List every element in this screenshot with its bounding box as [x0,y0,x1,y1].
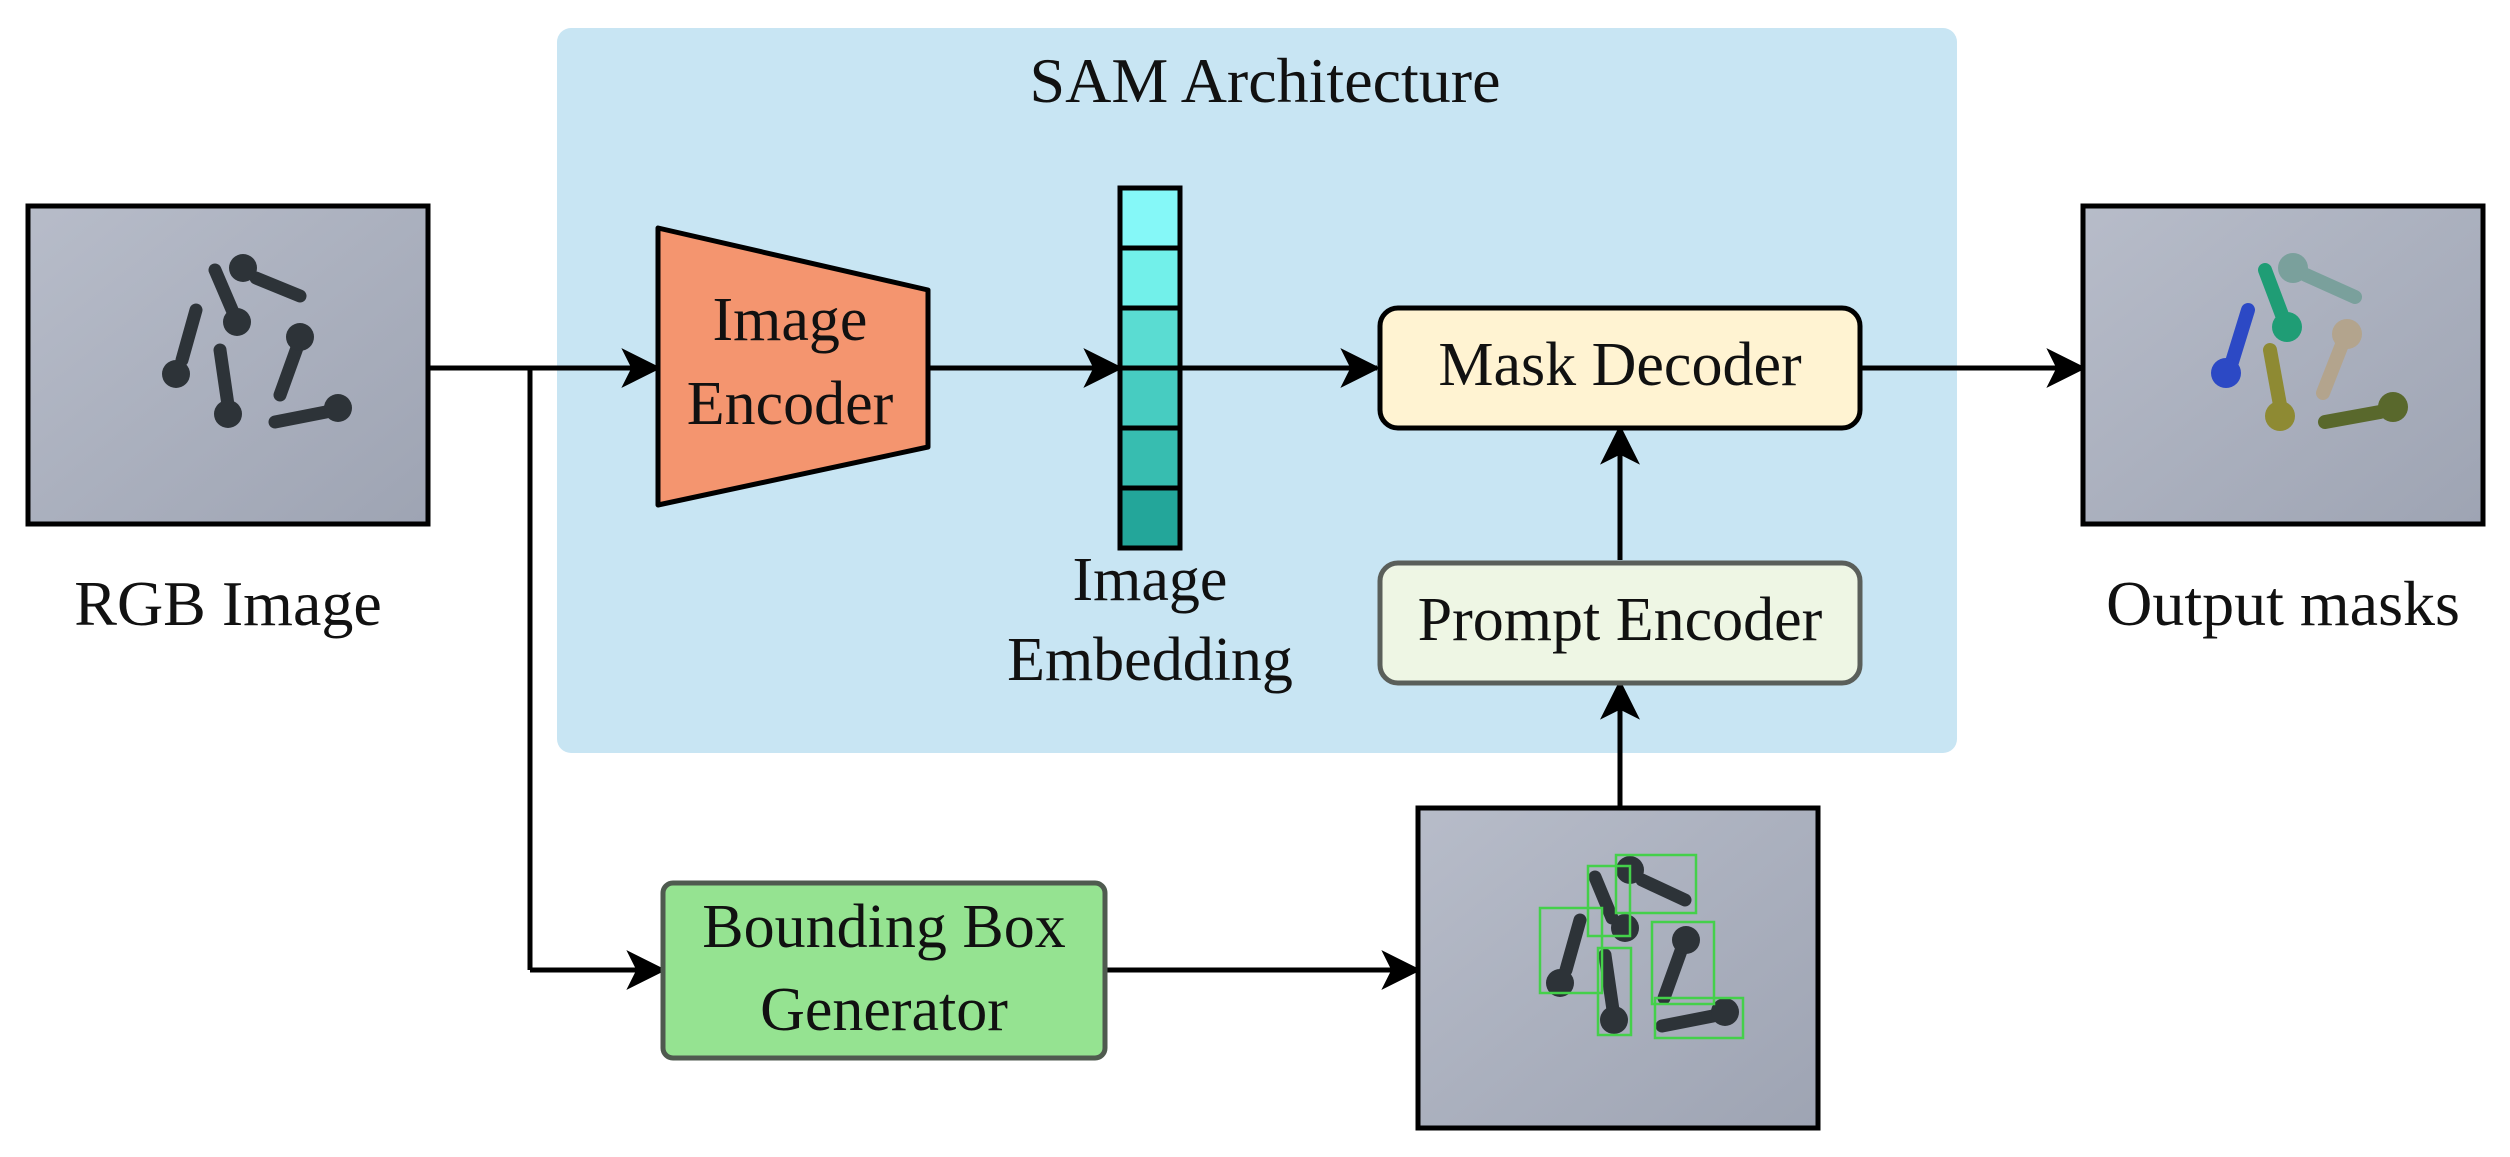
bbox-rect [1650,920,1716,1006]
image-embedding-label-line2: Embedding [1007,626,1293,694]
image-embedding-label-line1: Image [1073,546,1228,614]
output-masks-label: Output masks [2106,568,2460,639]
embedding-cell [1117,185,1183,251]
bbox-rect [1586,864,1632,938]
bounding-box-generator-line2: Generator [760,976,1008,1044]
bbox-rect [1538,906,1604,995]
mask-decoder-label: Mask Decoder [1438,331,1802,399]
bbox-rect [1614,853,1698,915]
prompt-encoder-label: Prompt Encoder [1418,586,1823,654]
bounding-box-generator-line1: Bounding Box [702,893,1065,961]
image-embedding-stack [1117,185,1183,551]
prompt-encoder-box: Prompt Encoder [1377,560,1863,686]
connector-lines [430,348,2087,990]
embedding-cell [1117,365,1183,431]
embedding-cell [1117,245,1183,311]
bounding-box-generator-box: Bounding Box Generator [660,880,1108,1061]
embedding-cell [1117,305,1183,371]
bbox-rect [1653,996,1745,1040]
bounding-box-photo [1415,805,1821,1131]
embedding-cell [1117,485,1183,551]
mask-decoder-box: Mask Decoder [1377,305,1863,431]
image-encoder-line2: Encoder [687,370,894,438]
sam-architecture-title: SAM Architecture [1030,45,1501,116]
embedding-cell [1117,425,1183,491]
output-masks-photo [2080,203,2486,527]
rgb-image-label: RGB Image [74,568,382,639]
image-encoder-line1: Image [713,286,868,354]
bbox-rect [1596,946,1633,1037]
rgb-image-photo [25,203,431,527]
image-encoder: Image Encoder [655,225,931,508]
